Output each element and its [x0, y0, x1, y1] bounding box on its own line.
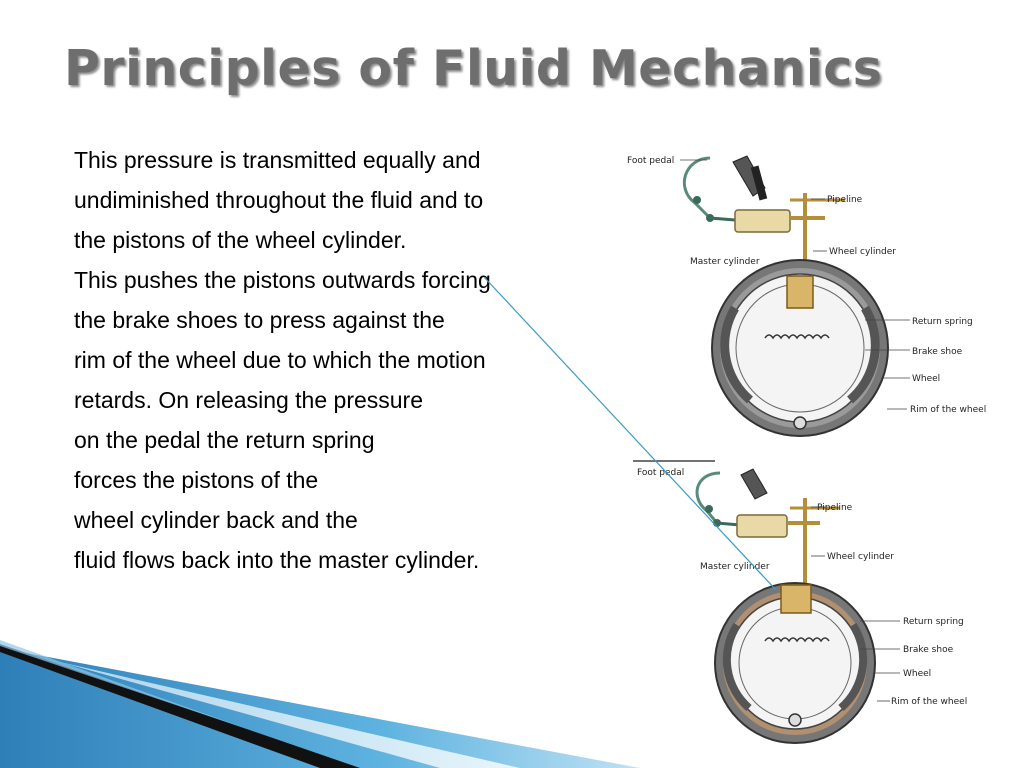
body-line: rim of the wheel due to which the motion — [74, 347, 486, 373]
label-foot-pedal: Foot pedal — [637, 468, 684, 478]
master-cylinder-icon — [734, 209, 791, 233]
body-text: This pressure is transmitted equally and… — [74, 140, 604, 580]
body-line: on the pedal the return spring — [74, 427, 375, 453]
body-line: fluid flows back into the master cylinde… — [74, 547, 480, 573]
label-brake-shoe: Brake shoe — [912, 347, 963, 357]
body-line: the brake shoes to press against the — [74, 307, 445, 333]
wheel-cylinder-icon — [786, 275, 814, 309]
label-brake-shoe: Brake shoe — [903, 645, 954, 655]
slide-title: Principles of Fluid Mechanics — [64, 40, 883, 97]
wheel-cylinder-icon — [780, 584, 812, 614]
label-rim: Rim of the wheel — [891, 697, 967, 707]
label-wheel-cylinder: Wheel cylinder — [829, 247, 896, 257]
body-line: undiminished throughout the fluid and to — [74, 187, 484, 213]
label-pipeline: Pipeline — [817, 503, 853, 513]
diagram-bottom: Foot pedal Pipeline Wheel cylinder Maste… — [633, 460, 967, 744]
label-pipeline: Pipeline — [827, 195, 863, 205]
label-master-cylinder: Master cylinder — [690, 257, 760, 267]
label-master-cylinder: Master cylinder — [700, 562, 770, 572]
label-wheel: Wheel — [912, 374, 940, 384]
label-foot-pedal: Foot pedal — [627, 156, 674, 166]
label-return-spring: Return spring — [903, 617, 964, 627]
diagram-top: Foot pedal Pipeline Wheel cylinder Maste… — [627, 155, 986, 437]
body-line: forces the pistons of the — [74, 467, 319, 493]
body-line: wheel cylinder back and the — [74, 507, 358, 533]
body-line: the pistons of the wheel cylinder. — [74, 227, 407, 253]
body-line: This pressure is transmitted equally and — [74, 147, 481, 173]
label-wheel: Wheel — [903, 669, 931, 679]
return-spring-icon — [764, 637, 830, 643]
body-line: retards. On releasing the pressure — [74, 387, 424, 413]
decorative-swoosh — [0, 640, 640, 768]
label-rim: Rim of the wheel — [910, 405, 986, 415]
drum-brake-diagram: Foot pedal Pipeline Wheel cylinder Maste… — [627, 155, 986, 744]
label-return-spring: Return spring — [912, 317, 973, 327]
master-cylinder-icon — [736, 514, 788, 538]
body-line: This pushes the pistons outwards forcing — [74, 267, 491, 293]
foot-pedal-icon — [740, 468, 768, 500]
label-wheel-cylinder: Wheel cylinder — [827, 552, 894, 562]
